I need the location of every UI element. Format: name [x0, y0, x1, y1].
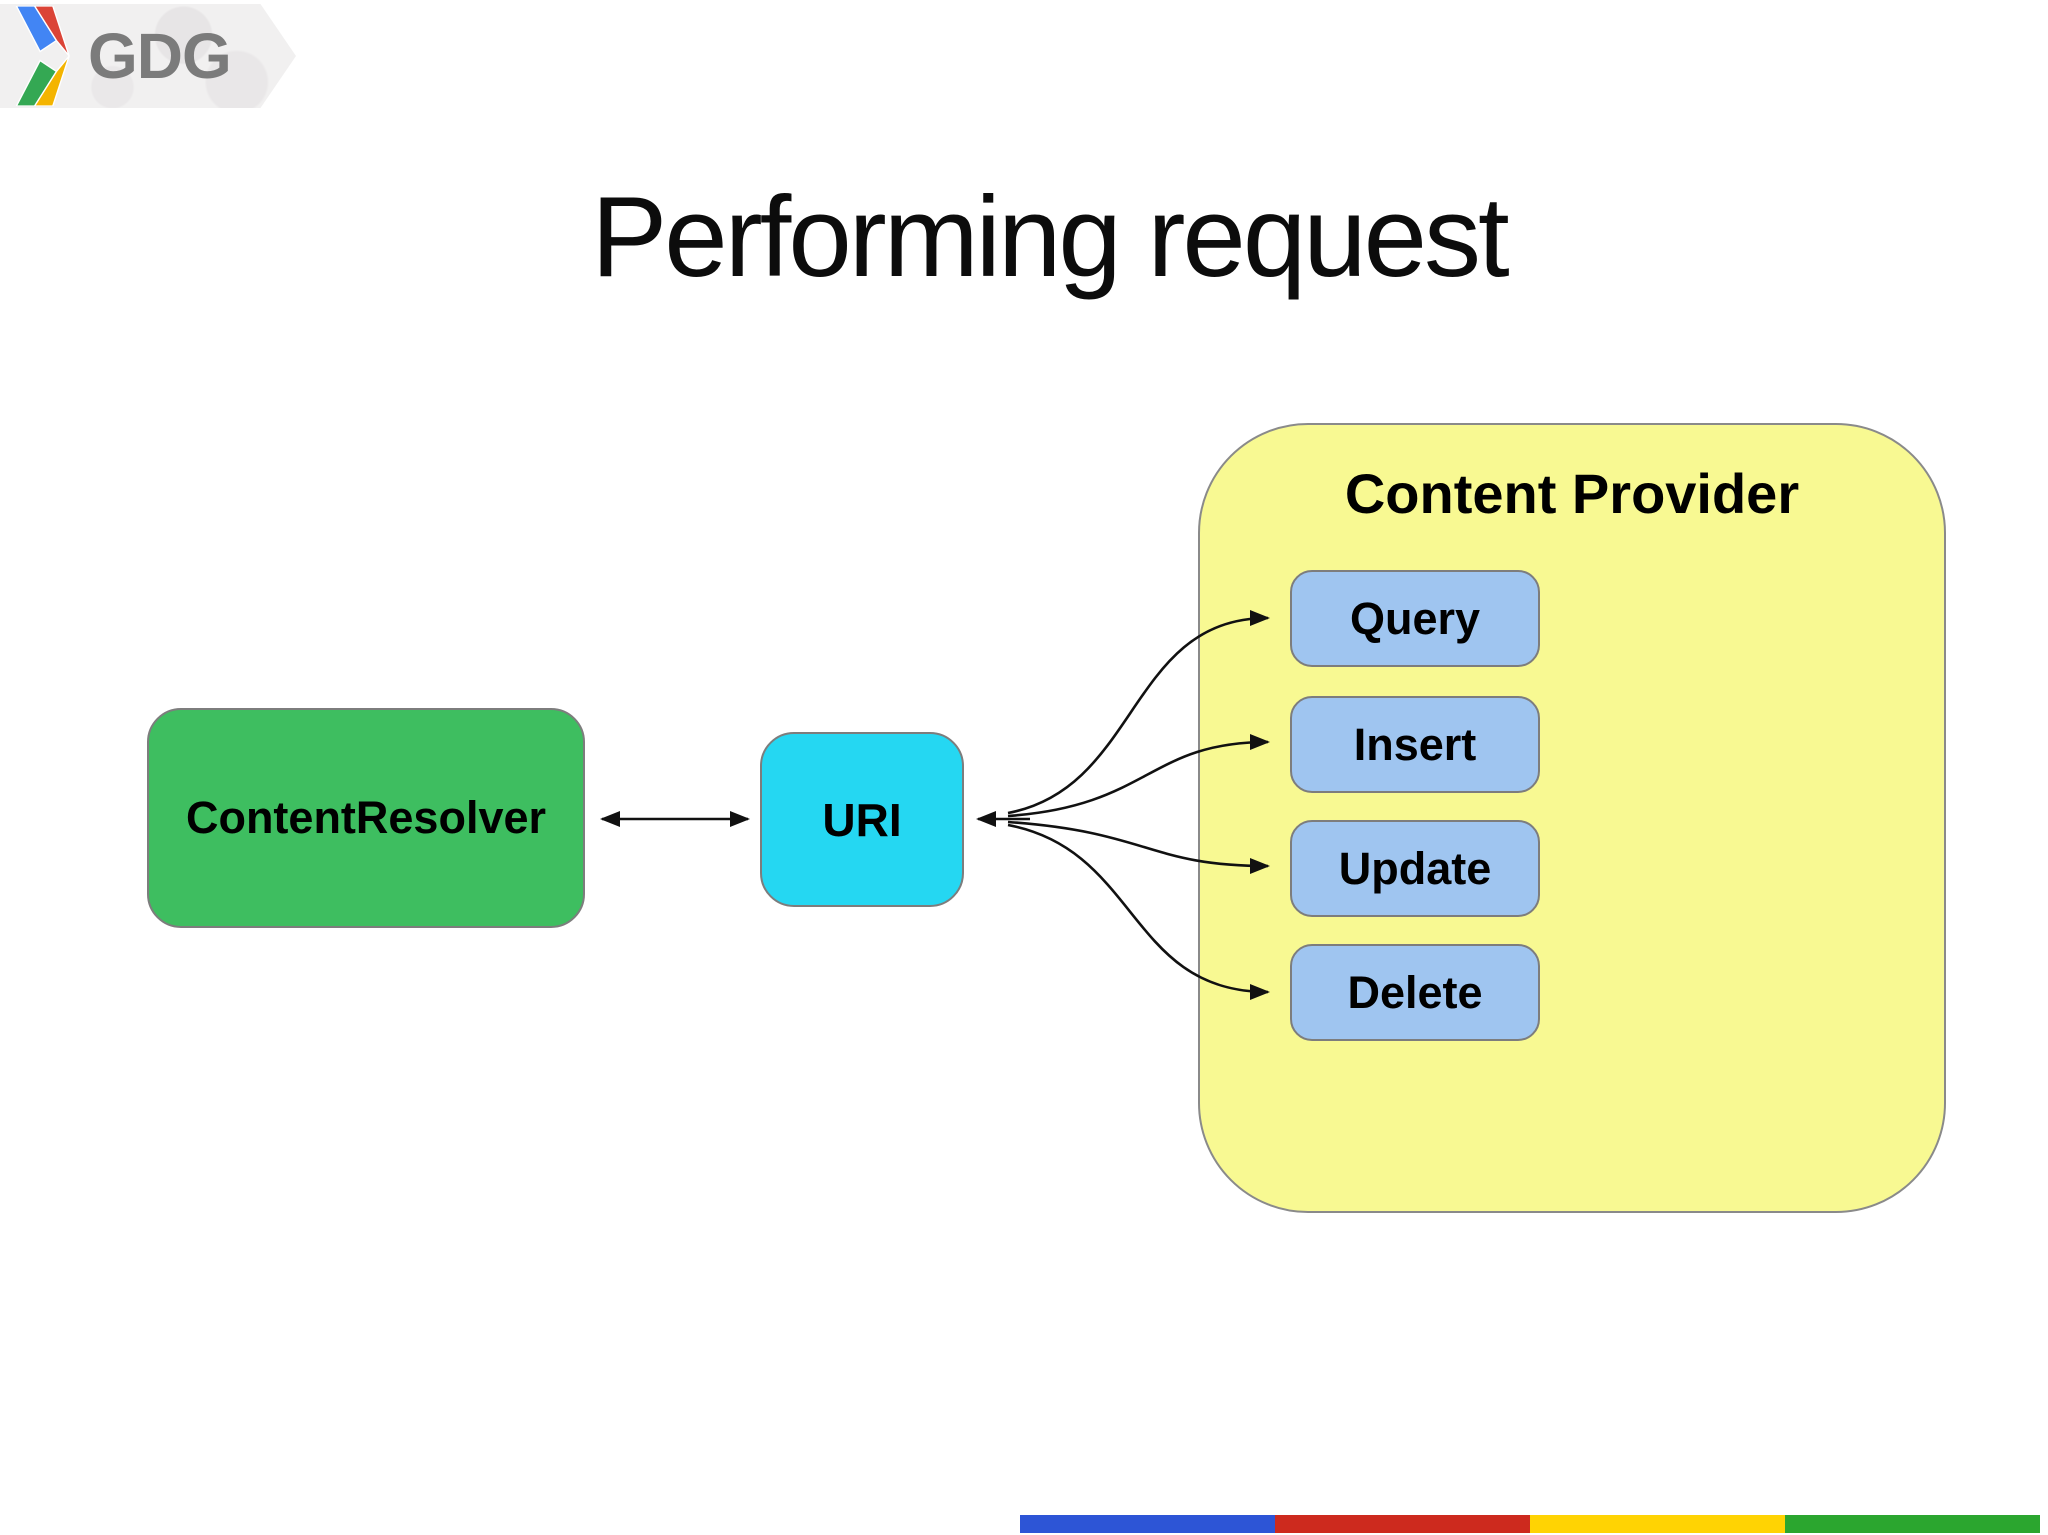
content-resolver-label: ContentResolver: [185, 792, 547, 843]
page-title: Performing request: [591, 174, 1509, 301]
gdg-chevron-icon: [15, 6, 70, 106]
content-provider-box: Content Provider Query Insert Update Del…: [1198, 423, 1946, 1213]
gdg-banner: GDG: [0, 4, 296, 108]
delete-label: Delete: [1347, 966, 1483, 1018]
insert-box: Insert: [1290, 696, 1540, 793]
content-provider-title: Content Provider: [1344, 462, 1800, 525]
footer-bar-yellow-segment: [1530, 1515, 1785, 1533]
query-box: Query: [1290, 570, 1540, 667]
uri-label: URI: [822, 793, 902, 846]
update-label: Update: [1338, 842, 1492, 894]
footer-bar-green-segment: [1785, 1515, 2040, 1533]
uri-box: URI: [760, 732, 964, 907]
content-resolver-box: ContentResolver: [147, 708, 585, 928]
footer-bar-blue-segment: [1020, 1515, 1275, 1533]
footer-color-bar: [1020, 1515, 2040, 1533]
insert-label: Insert: [1353, 718, 1477, 770]
gdg-logo-text: GDG: [88, 20, 232, 92]
footer-bar-red-segment: [1275, 1515, 1530, 1533]
delete-box: Delete: [1290, 944, 1540, 1041]
query-label: Query: [1349, 592, 1481, 644]
update-box: Update: [1290, 820, 1540, 917]
